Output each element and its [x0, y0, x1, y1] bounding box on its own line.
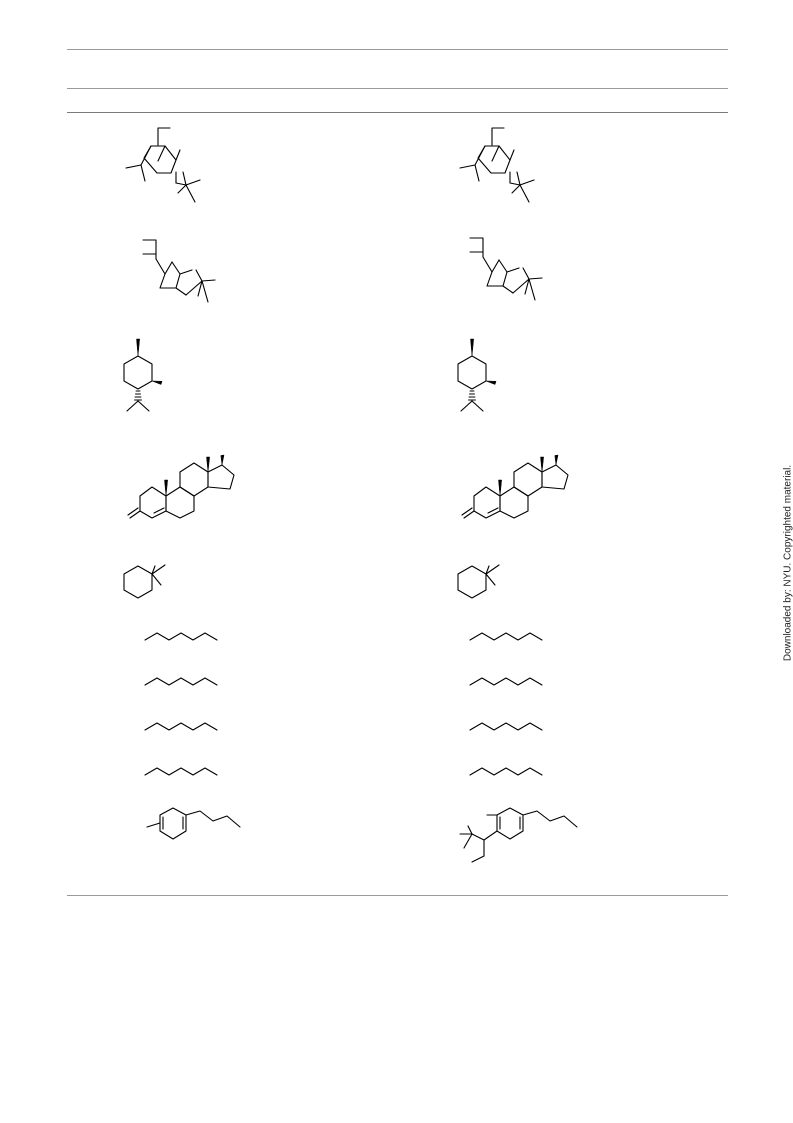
structure-row6-left: [144, 632, 218, 641]
structure-row1-right: [459, 127, 535, 203]
structure-row7-left: [144, 677, 218, 686]
table-bottom-rule: [67, 895, 728, 896]
structure-row3-left: [123, 338, 163, 412]
structure-row2-right: [469, 237, 543, 301]
structure-row8-right: [469, 722, 543, 731]
structure-row10-left: [146, 807, 241, 840]
structure-row1-left: [125, 127, 201, 203]
table-header-bottom-rule: [67, 112, 728, 113]
structure-row4-right: [461, 454, 569, 519]
structure-row2-left: [142, 239, 216, 303]
structure-row5-left: [123, 564, 166, 599]
structure-row3-right: [457, 338, 497, 412]
structure-row5-right: [457, 564, 500, 599]
structure-row4-left: [127, 454, 235, 519]
structure-row8-left: [144, 722, 218, 731]
structure-row10-right: [459, 807, 578, 863]
table-header-rule: [67, 88, 728, 89]
structure-row9-left: [144, 767, 218, 776]
download-watermark: Downloaded by: NYU. Copyrighted material…: [778, 458, 793, 668]
structure-row9-right: [469, 767, 543, 776]
structure-row6-right: [469, 632, 543, 641]
table-top-rule: [67, 49, 728, 50]
structure-row7-right: [469, 677, 543, 686]
download-watermark-text: Downloaded by: NYU. Copyrighted material…: [782, 464, 793, 662]
